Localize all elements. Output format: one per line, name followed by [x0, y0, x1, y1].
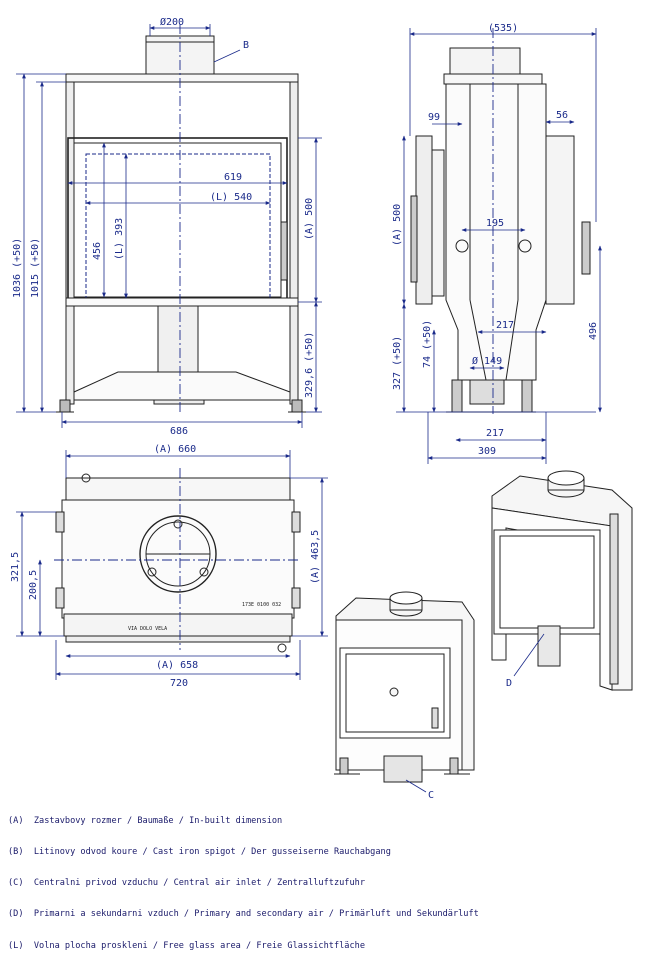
- side-dim-195: 195: [486, 218, 504, 229]
- front-spigot-dim: Ø200: [160, 16, 184, 28]
- top-a-660: (A) 660: [154, 444, 196, 455]
- front-height-inner: 1015 (+50): [30, 238, 41, 298]
- label-c: C: [428, 790, 434, 801]
- front-bottom-rail: [65, 297, 299, 307]
- side-dim-99: 99: [428, 112, 440, 123]
- iso-view-rear: [491, 470, 633, 691]
- front-dimensions: [16, 24, 322, 428]
- front-air-channel: [157, 305, 199, 383]
- top-dim-720: 720: [170, 678, 188, 689]
- front-glass-width: (L) 540: [210, 192, 252, 203]
- front-right-column: [289, 81, 299, 405]
- front-a-500: (A) 500: [304, 198, 315, 240]
- top-flue-outer: [139, 515, 217, 593]
- label-b: B: [243, 40, 249, 51]
- top-view: [54, 468, 301, 653]
- front-door-frame: [67, 137, 288, 303]
- legend-a: (A) Zastavbovy rozmer / Baumaße / In-bui…: [8, 815, 283, 826]
- side-dimensions: [396, 28, 602, 464]
- front-hinge-spring: [280, 221, 288, 281]
- front-dim-619: 619: [224, 172, 242, 183]
- legend-d: (D) Primarni a sekundarni vzduch / Prima…: [8, 909, 479, 920]
- side-dim-217-top: 217: [496, 320, 514, 331]
- top-dim-321: 321,5: [10, 552, 21, 582]
- front-glass-height: (L) 393: [114, 218, 125, 260]
- front-dim-329: 329,6 (+50): [304, 332, 315, 398]
- side-air-inlet-right: [518, 239, 532, 253]
- side-dim-74: 74 (+50): [422, 320, 433, 368]
- top-plate-text-1: 173E 0100 032: [242, 602, 281, 608]
- iso-view-front: [334, 591, 475, 783]
- technical-drawing: Ø200 B 1036 (+50) 1015 (+50) 619 (L) 540…: [10, 16, 633, 801]
- top-dim-200: 200,5: [28, 570, 39, 600]
- top-a-463: (A) 463,5: [310, 530, 321, 584]
- front-dim-456: 456: [92, 242, 103, 260]
- legend: (A) Zastavbovy rozmer / Baumaße / In-bui…: [8, 795, 648, 962]
- front-height-total: 1036 (+50): [12, 238, 23, 298]
- legend-b: (B) Litinovy odvod koure / Cast iron spi…: [8, 847, 391, 858]
- side-dim-217-bottom: 217: [486, 428, 504, 439]
- label-d: D: [506, 678, 512, 689]
- front-view: [56, 24, 306, 414]
- top-dimensions: [16, 450, 328, 680]
- side-view: [410, 28, 591, 414]
- side-dim-56: 56: [556, 110, 568, 121]
- side-dim-327: 327 (+50): [392, 336, 403, 390]
- front-top-cap: [65, 73, 299, 83]
- side-dim-496: 496: [588, 322, 599, 340]
- side-door: [415, 135, 433, 305]
- side-a-500: (A) 500: [392, 204, 403, 246]
- side-depth: (535): [488, 23, 518, 34]
- side-dim-309: 309: [478, 446, 496, 457]
- legend-l: (L) Volna plocha proskleni / Free glass …: [8, 940, 365, 951]
- side-air-inlet-left: [455, 239, 469, 253]
- top-plate-text-2: VIA DOLO VELA: [128, 626, 167, 632]
- front-width: 686: [170, 426, 188, 437]
- side-dim-149: Ø 149: [472, 355, 502, 367]
- top-a-658: (A) 658: [156, 660, 198, 671]
- legend-c: (C) Centralni privod vzduchu / Central a…: [8, 878, 365, 889]
- side-air-spigot: [469, 379, 505, 405]
